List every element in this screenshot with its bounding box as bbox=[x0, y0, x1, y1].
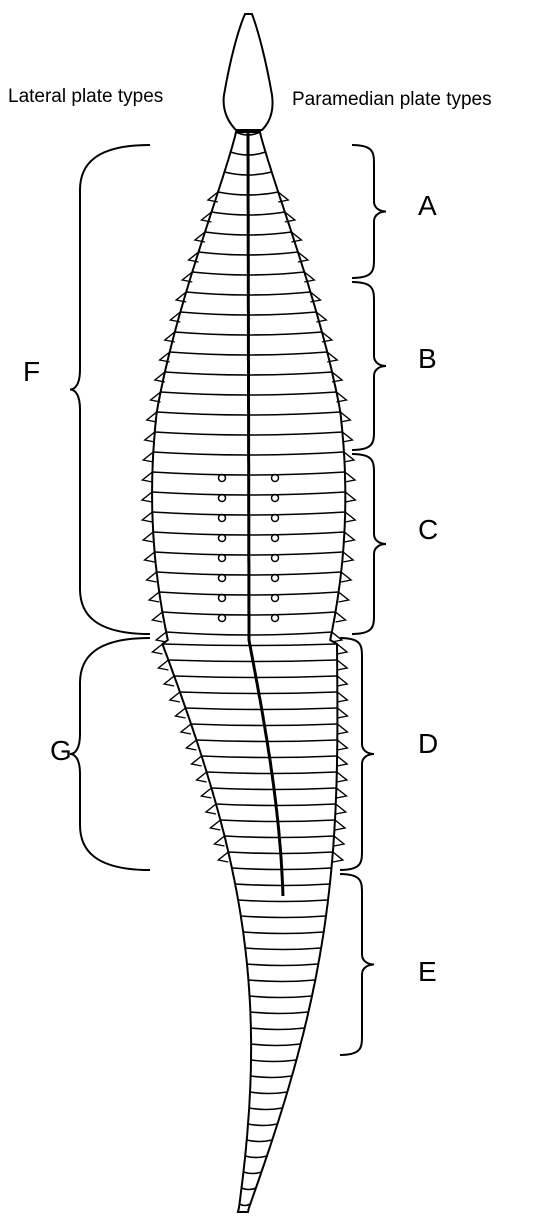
zone-label-a: A bbox=[418, 192, 437, 220]
lateral-spine-right-22 bbox=[343, 552, 353, 562]
lateral-spine-left-21 bbox=[143, 532, 153, 542]
bracket-b bbox=[352, 282, 386, 450]
lateral-spine-right-28 bbox=[337, 660, 347, 670]
bracket-d bbox=[340, 638, 374, 870]
lateral-spine-right-25 bbox=[336, 612, 346, 622]
lateral-spine-right-40 bbox=[333, 852, 343, 862]
lateral-spine-left-30 bbox=[170, 692, 180, 702]
lateral-spine-left-24 bbox=[149, 592, 159, 602]
lateral-spine-left-33 bbox=[186, 740, 196, 750]
lateral-spine-right-18 bbox=[345, 472, 355, 482]
lateral-spine-left-26 bbox=[156, 632, 166, 642]
lateral-spine-right-36 bbox=[336, 788, 346, 798]
bracket-a bbox=[352, 145, 386, 278]
lateral-spine-left-27 bbox=[153, 644, 163, 654]
lateral-spine-left-34 bbox=[192, 756, 202, 766]
lateral-spine-right-20 bbox=[345, 512, 355, 522]
lateral-spine-right-37 bbox=[336, 804, 346, 814]
bracket-e bbox=[340, 874, 374, 1055]
lateral-spine-right-33 bbox=[337, 740, 347, 750]
lateral-spine-right-34 bbox=[337, 756, 347, 766]
lateral-spine-right-32 bbox=[337, 724, 347, 734]
lateral-spine-left-17 bbox=[143, 452, 153, 462]
lateral-spine-left-25 bbox=[152, 612, 162, 622]
zone-label-b: B bbox=[418, 345, 437, 373]
lateral-spine-right-21 bbox=[344, 532, 354, 542]
lateral-spine-right-31 bbox=[337, 708, 347, 718]
lateral-spine-left-39 bbox=[215, 836, 225, 846]
bracket-g bbox=[70, 638, 150, 870]
lateral-spine-right-19 bbox=[345, 492, 355, 502]
lateral-spine-right-29 bbox=[337, 676, 347, 686]
bracket-f bbox=[70, 145, 150, 634]
lateral-spine-right-30 bbox=[337, 692, 347, 702]
lateral-spine-left-38 bbox=[210, 820, 220, 830]
paramedian-plate-types-caption: Paramedian plate types bbox=[292, 89, 492, 111]
lateral-spine-left-35 bbox=[197, 772, 207, 782]
lateral-spine-left-18 bbox=[142, 472, 152, 482]
lateral-spine-right-35 bbox=[337, 772, 347, 782]
lateral-spine-right-24 bbox=[339, 592, 349, 602]
lateral-spine-left-36 bbox=[201, 788, 211, 798]
head-spike bbox=[224, 14, 273, 130]
lateral-spine-left-22 bbox=[145, 552, 155, 562]
zone-label-c: C bbox=[418, 516, 438, 544]
lateral-spine-left-29 bbox=[164, 676, 174, 686]
zone-label-f: F bbox=[23, 358, 40, 386]
lateral-spine-right-26 bbox=[332, 632, 342, 642]
lateral-spine-left-40 bbox=[218, 852, 228, 862]
lateral-spine-left-31 bbox=[176, 708, 186, 718]
zone-label-e: E bbox=[418, 958, 437, 986]
bracket-c bbox=[352, 454, 386, 634]
lateral-spine-left-32 bbox=[181, 724, 191, 734]
lateral-spine-left-23 bbox=[147, 572, 157, 582]
lateral-spine-left-37 bbox=[206, 804, 216, 814]
lateral-spine-left-28 bbox=[158, 660, 168, 670]
lateral-plate-types-caption: Lateral plate types bbox=[8, 86, 163, 108]
lateral-spine-left-19 bbox=[142, 492, 152, 502]
lateral-spine-right-39 bbox=[334, 836, 344, 846]
zone-label-d: D bbox=[418, 730, 438, 758]
zone-label-g: G bbox=[50, 737, 72, 765]
lateral-spine-right-23 bbox=[341, 572, 351, 582]
lateral-spine-right-38 bbox=[335, 820, 345, 830]
lateral-spine-right-27 bbox=[337, 644, 347, 654]
lateral-spine-left-20 bbox=[142, 512, 152, 522]
animal-body bbox=[142, 14, 355, 1212]
